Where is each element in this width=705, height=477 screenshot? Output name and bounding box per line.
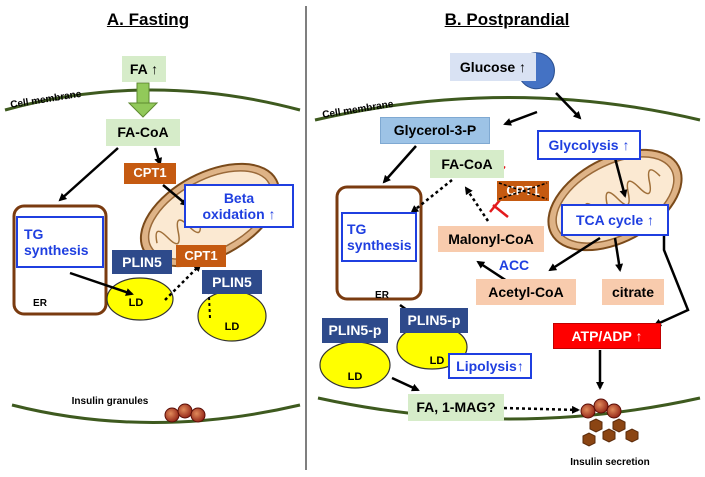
fa-coa-label-b: FA-CoA — [430, 150, 504, 178]
panel-a-title: A. Fasting — [106, 10, 190, 30]
beta-oxidation-box: Beta oxidation ↑ — [184, 184, 294, 228]
plin5-right-label-a: PLIN5 — [202, 270, 262, 294]
arrow-glucose-to-glycolysis — [555, 92, 582, 120]
fa-label: FA ↑ — [122, 56, 166, 82]
lipolysis-box: Lipolysis↑ — [448, 353, 532, 379]
tg-synthesis-line2-a: synthesis — [24, 242, 89, 258]
fa-1-mag-label: FA, 1-MAG? — [408, 394, 504, 421]
tg-synthesis-line1-a: TG — [24, 225, 44, 242]
ld-left-label-a: LD — [128, 296, 144, 309]
arrow-glycerol-to-er — [382, 145, 417, 184]
cell-membrane-b-top — [314, 96, 701, 122]
arrow-tg-to-ld-a — [69, 271, 134, 296]
arrow-ld-right-dotted-a — [207, 274, 211, 319]
arrow-malonyl-to-facoa-dotted — [464, 186, 490, 222]
insulin-granules-a — [164, 403, 206, 423]
arrow-facoa-to-er-a — [58, 147, 119, 202]
lipid-droplet-a-left — [106, 277, 174, 321]
ld-right-label-a: LD — [224, 320, 240, 333]
insulin-secretion-label: Insulin secretion — [570, 457, 650, 469]
arrow-facoa-to-er-dotted — [410, 179, 453, 214]
er-label-a: ER — [33, 298, 47, 310]
plin5-p-left-label: PLIN5-p — [322, 318, 388, 343]
ld-right-label-b: LD — [429, 354, 445, 367]
tg-synthesis-box-a: TG synthesis — [16, 216, 104, 268]
arrow-tca-to-acetyl — [548, 236, 601, 272]
plin5-left-label-a: PLIN5 — [112, 250, 172, 274]
tca-cycle-box: TCA cycle ↑ — [561, 204, 669, 236]
fa-to-facoa-arrow — [127, 82, 159, 118]
cell-membrane-a-bottom — [11, 403, 301, 424]
cpt1-cross-icon — [498, 182, 548, 200]
arrow-ld-to-fa-mag — [391, 376, 420, 392]
cell-membrane-a-top — [4, 88, 301, 112]
malonyl-coa-label: Malonyl-CoA — [438, 226, 544, 252]
cell-membrane-b-bottom — [317, 396, 701, 421]
ld-left-label-b: LD — [347, 370, 363, 383]
arrow-tca-to-atp — [653, 236, 690, 327]
glycerol-3-p-label: Glycerol-3-P — [380, 117, 490, 144]
tg-synthesis-line2-b: synthesis — [347, 237, 412, 253]
arrow-facoa-to-cpt1-a — [153, 147, 163, 166]
arrow-glycolysis-to-tca — [613, 157, 628, 198]
secreted-insulin-icon — [582, 418, 639, 447]
glycolysis-box: Glycolysis ↑ — [537, 130, 641, 160]
acetyl-coa-label: Acetyl-CoA — [476, 279, 576, 305]
glucose-label: Glucose ↑ — [450, 53, 536, 81]
plin5-p-right-label: PLIN5-p — [400, 308, 468, 333]
acc-label: ACC — [498, 256, 530, 273]
citrate-label: citrate — [602, 279, 664, 305]
tg-synthesis-line1-b: TG — [347, 220, 367, 237]
panel-b-title: B. Postprandial — [444, 10, 570, 30]
arrow-glycolysis-to-glycerol — [503, 110, 538, 126]
arrow-ld-to-cpt1-a — [164, 263, 202, 301]
insulin-granules-b — [580, 398, 622, 419]
atp-adp-label: ATP/ADP ↑ — [553, 323, 661, 349]
beta-oxidation-line1: Beta — [223, 189, 255, 206]
fa-coa-label-a: FA-CoA — [106, 119, 180, 146]
beta-oxidation-line2: oxidation ↑ — [202, 206, 276, 222]
cpt1-top-label-a: CPT1 — [124, 163, 176, 184]
arrow-famag-to-secretion-dotted — [503, 405, 580, 414]
tg-synthesis-box-b: TG synthesis — [341, 212, 417, 262]
insulin-granules-label: Insulin granules — [71, 396, 149, 408]
er-label-b: ER — [375, 290, 389, 302]
cpt1-lower-label-a: CPT1 — [176, 245, 226, 267]
arrow-cpt1-to-beta-a — [162, 184, 189, 207]
arrow-tca-to-citrate — [613, 237, 624, 272]
